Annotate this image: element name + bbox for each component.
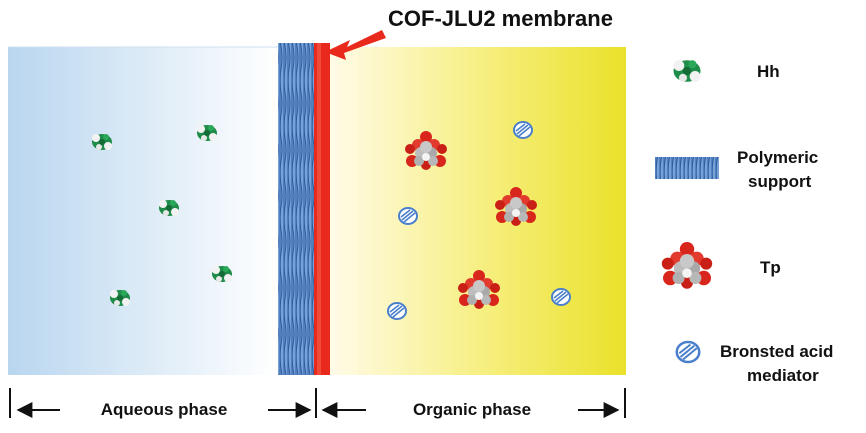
hh-molecule — [212, 266, 232, 282]
organic-phase-label: Organic phase — [412, 400, 532, 419]
aqueous-phase-region — [8, 47, 278, 375]
membrane-pointer-arrow — [325, 30, 386, 60]
legend-support-icon — [655, 157, 719, 179]
legend-mediator-label-1: Bronsted acid — [720, 342, 834, 361]
cof-membrane-layer — [314, 43, 330, 375]
hh-molecule — [159, 200, 179, 216]
organic-phase-region — [330, 47, 626, 375]
mediator-molecule — [551, 288, 571, 306]
legend-mediator-icon — [675, 340, 701, 364]
polymeric-support-layer — [278, 43, 314, 375]
legend-tp-icon — [661, 242, 713, 289]
legend-mediator-label-2: mediator — [747, 366, 819, 385]
legend-hh-icon — [673, 60, 701, 82]
mediator-molecule — [387, 302, 407, 320]
membrane-highlight — [317, 43, 321, 375]
aqueous-phase-label: Aqueous phase — [100, 400, 228, 419]
membrane-title: COF-JLU2 membrane — [388, 6, 613, 31]
legend-hh-label: Hh — [757, 62, 780, 81]
legend-support-label-2: support — [748, 172, 812, 191]
hh-molecule — [110, 290, 130, 306]
legend-tp-label: Tp — [760, 258, 781, 277]
legend-support-label-1: Polymeric — [737, 148, 819, 167]
mediator-molecule — [513, 121, 533, 139]
hh-molecule — [92, 134, 112, 150]
hh-molecule — [197, 125, 217, 141]
mediator-molecule — [398, 207, 418, 225]
